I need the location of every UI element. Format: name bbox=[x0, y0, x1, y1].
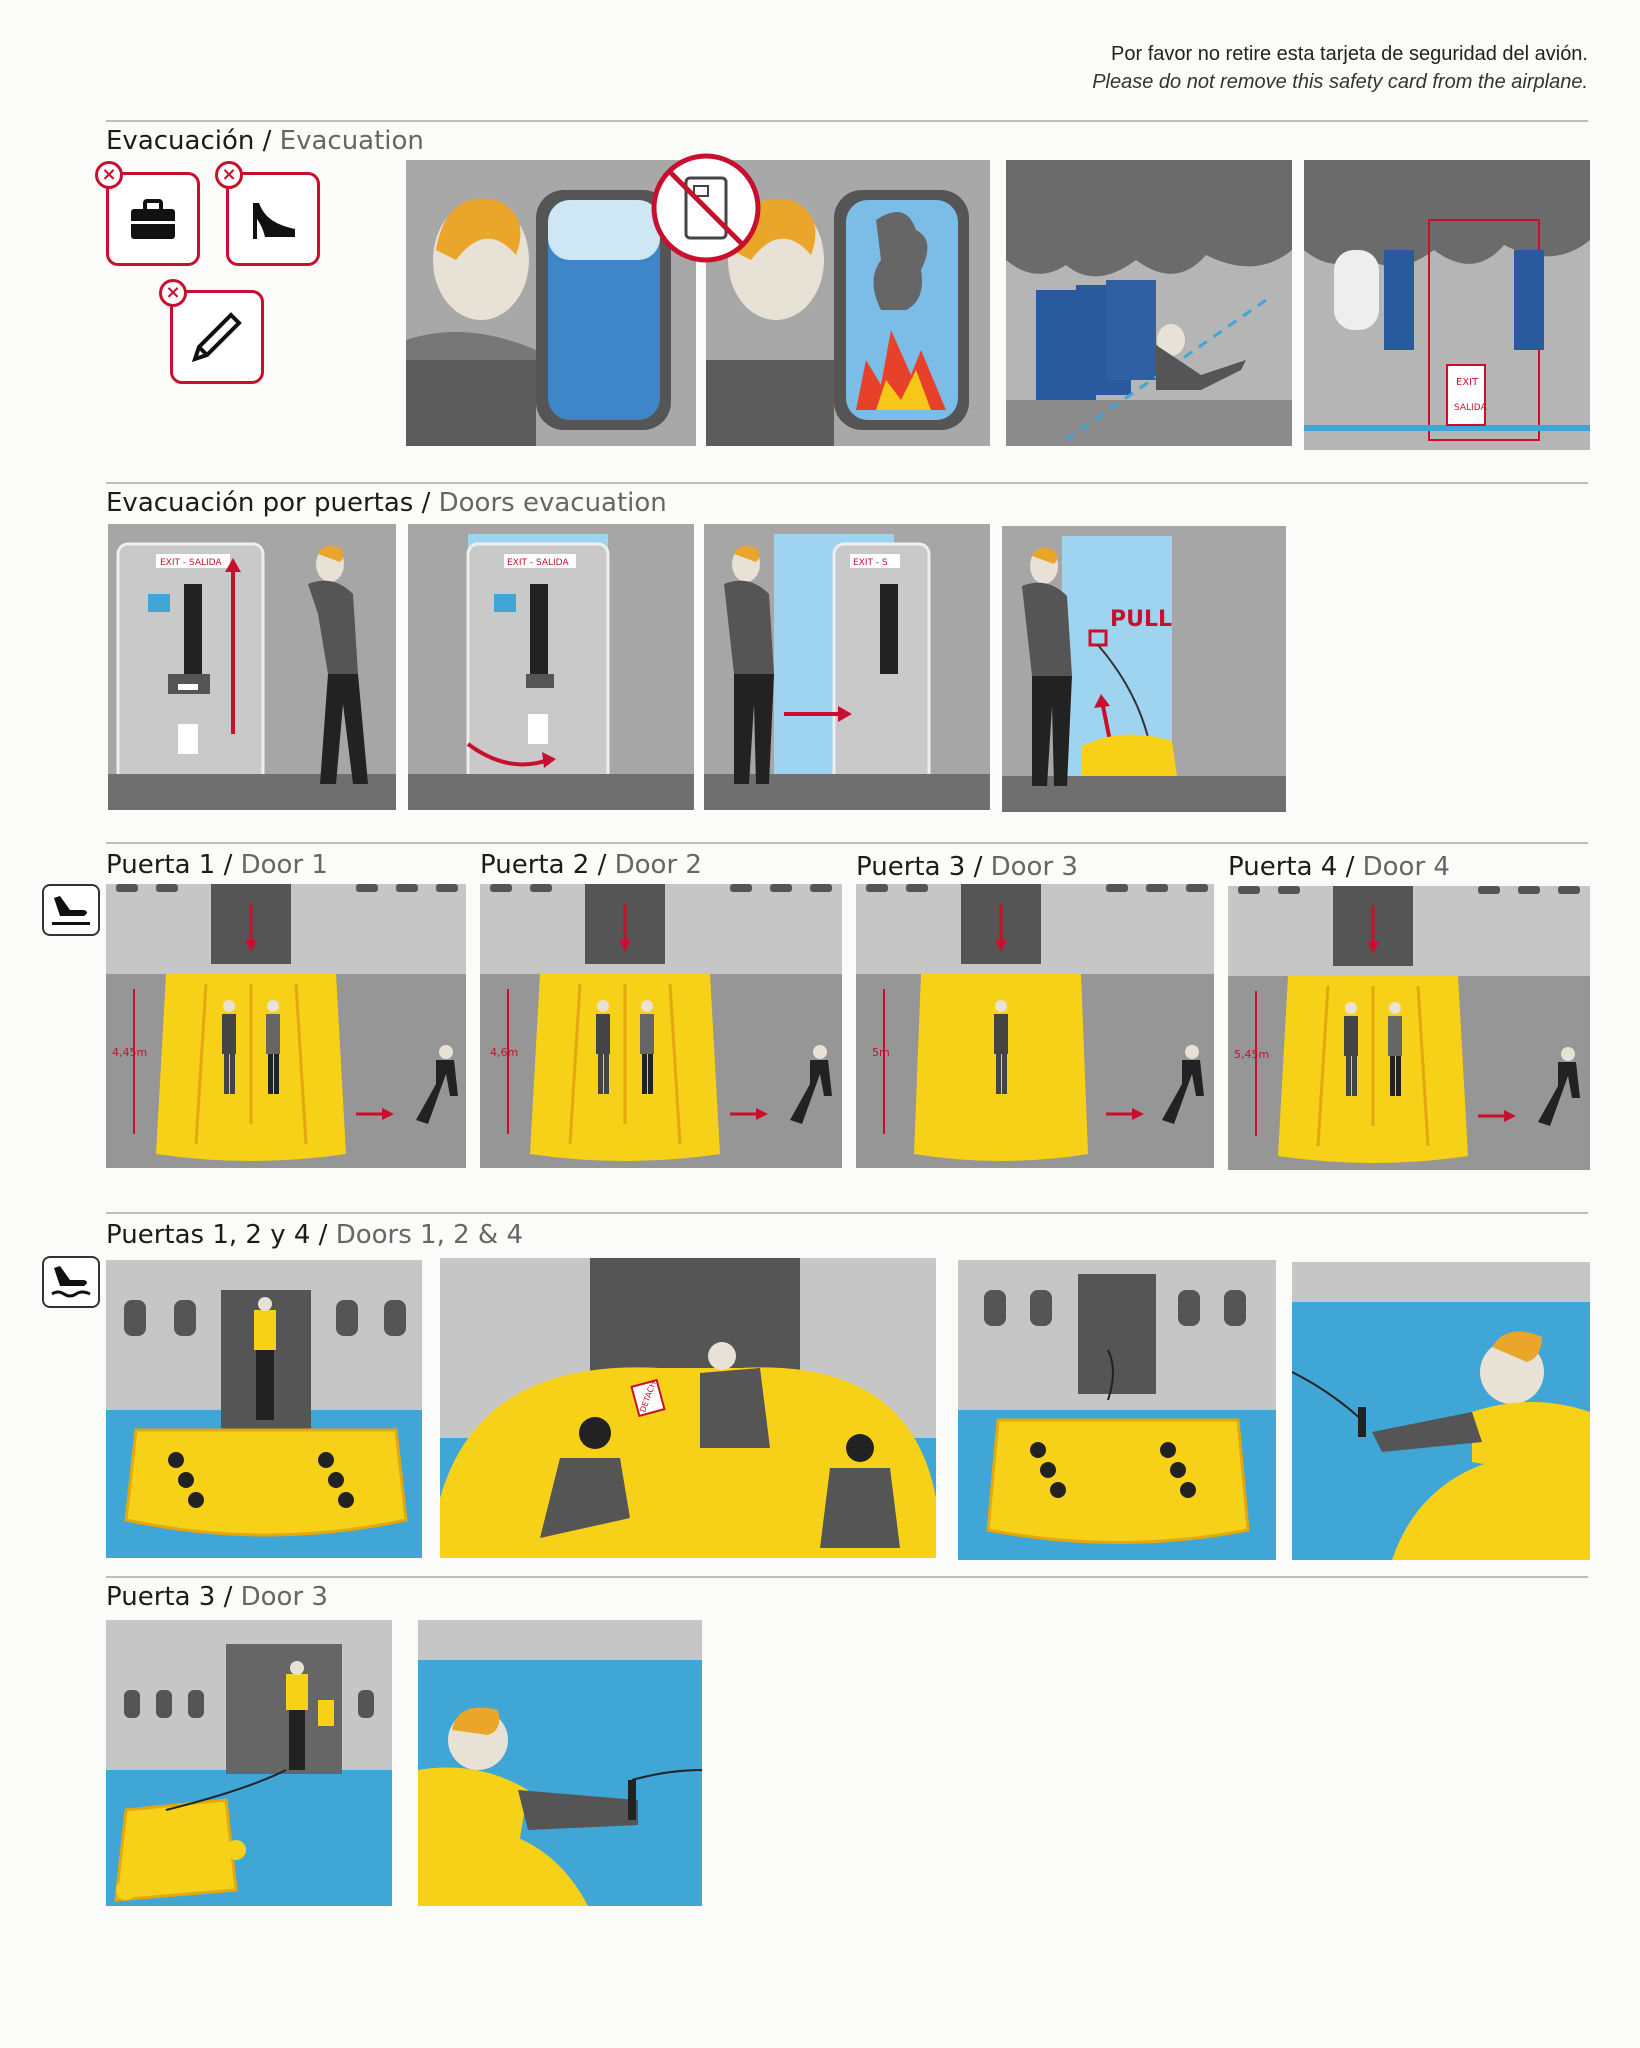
exit-floor-label: EXIT bbox=[1456, 377, 1479, 388]
section-title-door1: Puerta 1 / Door 1 bbox=[106, 850, 328, 880]
panel-door-step-pull-handle: PULL bbox=[1002, 526, 1286, 812]
panel-door3-slide: 5m bbox=[856, 884, 1214, 1168]
section-title-doors-124: Puertas 1, 2 y 4 / Doors 1, 2 & 4 bbox=[106, 1220, 523, 1250]
exit-salida-label: EXIT - SALIDA bbox=[160, 558, 222, 568]
panel-cut-line bbox=[1292, 1262, 1590, 1560]
salida-floor-label: SALIDA bbox=[1454, 403, 1487, 413]
section-title-door3: Puerta 3 / Door 3 bbox=[856, 852, 1078, 882]
panel-door-step-push-out: EXIT - SALIDA bbox=[408, 524, 694, 810]
panel-door-step-lift-handle: EXIT - SALIDA bbox=[108, 524, 396, 810]
prohibited-icon: × bbox=[95, 161, 123, 189]
safety-card-notice: Por favor no retire esta tarjeta de segu… bbox=[1092, 40, 1588, 96]
slide-height-label: 5m bbox=[872, 1046, 890, 1059]
no-sharp-objects-sign: × bbox=[159, 279, 264, 384]
panel-floor-exit-signs: EXIT SALIDA bbox=[1304, 160, 1590, 450]
water-landing-icon bbox=[42, 1256, 100, 1308]
no-baggage-sign: × bbox=[95, 161, 200, 266]
section-title-doors-evacuation: Evacuación por puertas / Doors evacuatio… bbox=[106, 488, 667, 518]
notice-spanish: Por favor no retire esta tarjeta de segu… bbox=[1111, 43, 1588, 65]
divider bbox=[106, 1576, 1588, 1578]
briefcase-icon bbox=[131, 199, 175, 239]
section-title-evacuation: Evacuación / Evacuation bbox=[106, 126, 424, 156]
prohibited-icon: × bbox=[215, 161, 243, 189]
slide-height-label: 4,45m bbox=[112, 1046, 147, 1059]
section-title-door3-water: Puerta 3 / Door 3 bbox=[106, 1582, 328, 1612]
exit-short-label: EXIT - S bbox=[853, 558, 888, 568]
panel-door3-raft-throw bbox=[106, 1620, 392, 1906]
exit-salida-label: EXIT - SALIDA bbox=[507, 558, 569, 568]
no-high-heels-sign: × bbox=[215, 161, 320, 266]
pen-icon bbox=[191, 312, 242, 363]
panel-door3-cut-line bbox=[418, 1620, 702, 1906]
divider bbox=[106, 482, 1588, 484]
panel-fire-outside-window bbox=[706, 160, 990, 446]
panel-detach-raft: DETACH bbox=[440, 1258, 936, 1558]
slide-height-label: 4,6m bbox=[490, 1046, 518, 1059]
do-not-open-door-sign bbox=[650, 152, 762, 264]
panel-check-outside-window bbox=[406, 160, 696, 446]
notice-english: Please do not remove this safety card fr… bbox=[1092, 71, 1588, 93]
panel-raft-afloat bbox=[958, 1260, 1276, 1560]
prohibited-icon: × bbox=[159, 279, 187, 307]
high-heel-icon bbox=[253, 203, 295, 239]
panel-door4-slide: 5,45m bbox=[1228, 886, 1590, 1170]
slide-height-label: 5,45m bbox=[1234, 1048, 1269, 1061]
panel-door2-slide: 4,6m bbox=[480, 884, 842, 1168]
section-title-door4: Puerta 4 / Door 4 bbox=[1228, 852, 1450, 882]
panel-door-step-open-door: EXIT - S bbox=[704, 524, 990, 810]
panel-door1-slide: 4,45m bbox=[106, 884, 466, 1168]
divider bbox=[106, 842, 1588, 844]
divider bbox=[106, 1212, 1588, 1214]
panel-crawl-under-smoke bbox=[1006, 160, 1292, 446]
landing-icon bbox=[42, 884, 100, 936]
panel-raft-boarding bbox=[106, 1260, 422, 1558]
section-title-door2: Puerta 2 / Door 2 bbox=[480, 850, 702, 880]
divider bbox=[106, 120, 1588, 122]
pull-label: PULL bbox=[1110, 607, 1172, 632]
